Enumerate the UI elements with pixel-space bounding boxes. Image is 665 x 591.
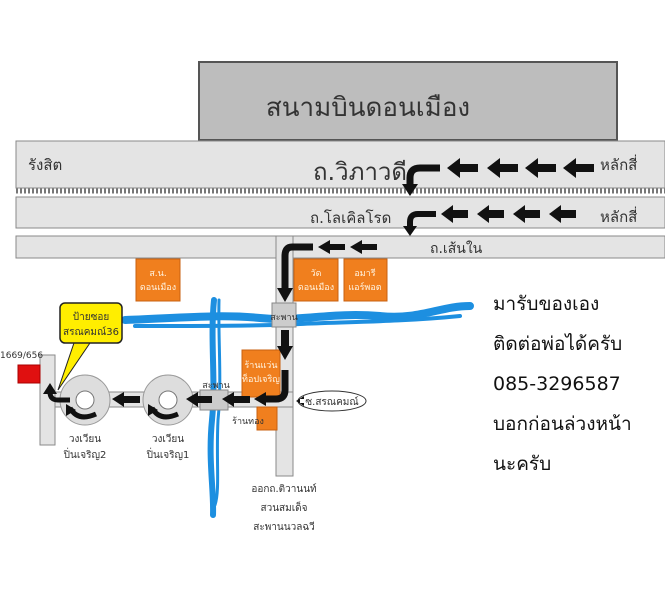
soi-sarana-label: ซ.สรณคมณ์ xyxy=(305,396,358,408)
svg-text:ส.น.: ส.น. xyxy=(149,269,166,279)
arrow-left-icon xyxy=(447,158,594,178)
rangsit-label: รังสิต xyxy=(28,156,62,174)
roundabout-2-label: วงเวียน xyxy=(69,433,101,445)
bridge-1 xyxy=(271,302,297,328)
airport-label: สนามบินดอนเมือง xyxy=(266,93,470,123)
landmark-gold-shop: ร้านทอง xyxy=(232,406,278,431)
roundabout-2-name: ปิ่นเจริญ2 xyxy=(63,447,106,461)
landmark-amari-hotel: อมารี แอร์พอต xyxy=(343,258,388,302)
svg-text:แอร์พอต: แอร์พอต xyxy=(348,281,381,293)
side-text-line-4: บอกก่อนล่วงหน้า xyxy=(493,413,632,435)
bridge-1-label: สะพาน xyxy=(270,313,297,323)
arrow-left-icon xyxy=(441,205,576,223)
landmark-optical-shop: ร้านแว่น ท็อปเจริญ xyxy=(241,349,281,398)
airport-block xyxy=(198,61,618,141)
vibhavadi-label: ถ.วิภาวดี xyxy=(313,158,407,186)
soi-sign-callout: ป้ายซอย สรณคมณ์36 xyxy=(57,302,123,391)
bridge-2-label: สะพาน xyxy=(202,381,229,391)
inner-road-label: ถ.เส้นใน xyxy=(430,240,483,257)
side-text-line-5: นะครับ xyxy=(493,453,551,475)
river xyxy=(121,297,474,518)
svg-text:สรณคมณ์36: สรณคมณ์36 xyxy=(63,326,119,338)
svg-text:วัด: วัด xyxy=(311,269,322,279)
landmark-police-station: ส.น. ดอนเมือง xyxy=(135,258,181,302)
local-road-label: ถ.โลเคิลโรด xyxy=(310,209,391,227)
house-number-label: 1669/656 xyxy=(0,351,43,361)
svg-text:อมารี: อมารี xyxy=(354,268,375,279)
roundabout-1-name: ปิ่นเจริญ1 xyxy=(146,447,189,461)
exit-note-line-1: ออกถ.ติวานนท์ xyxy=(251,483,316,495)
side-text-line-2: ติดต่อพ่อได้ครับ xyxy=(493,333,622,355)
laksi-label-2: หลักสี่ xyxy=(600,206,637,226)
side-text-line-1: มารับของเอง xyxy=(493,293,599,315)
laksi-label-1: หลักสี่ xyxy=(600,154,637,174)
phone-number: 085-3296587 xyxy=(493,373,621,395)
svg-text:ท็อปเจริญ: ท็อปเจริญ xyxy=(242,372,280,385)
route-arrows xyxy=(43,158,594,420)
svg-text:ป้ายซอย: ป้ายซอย xyxy=(73,311,109,323)
svg-text:ร้านทอง: ร้านทอง xyxy=(232,416,264,427)
arrow-left-icon xyxy=(296,396,304,406)
svg-text:ร้านแว่น: ร้านแว่น xyxy=(244,360,277,371)
landmark-temple: วัด ดอนเมือง xyxy=(293,258,339,302)
svg-text:ดอนเมือง: ดอนเมือง xyxy=(298,282,334,293)
road-vibhavadi xyxy=(15,140,665,189)
roundabout-1-label: วงเวียน xyxy=(152,433,184,445)
exit-note-line-3: สะพานนวลฉวี xyxy=(253,521,315,533)
exit-note-line-2: สวนสมเด็จ xyxy=(260,500,307,514)
destination-marker xyxy=(17,364,41,384)
svg-text:ดอนเมือง: ดอนเมือง xyxy=(140,282,176,293)
